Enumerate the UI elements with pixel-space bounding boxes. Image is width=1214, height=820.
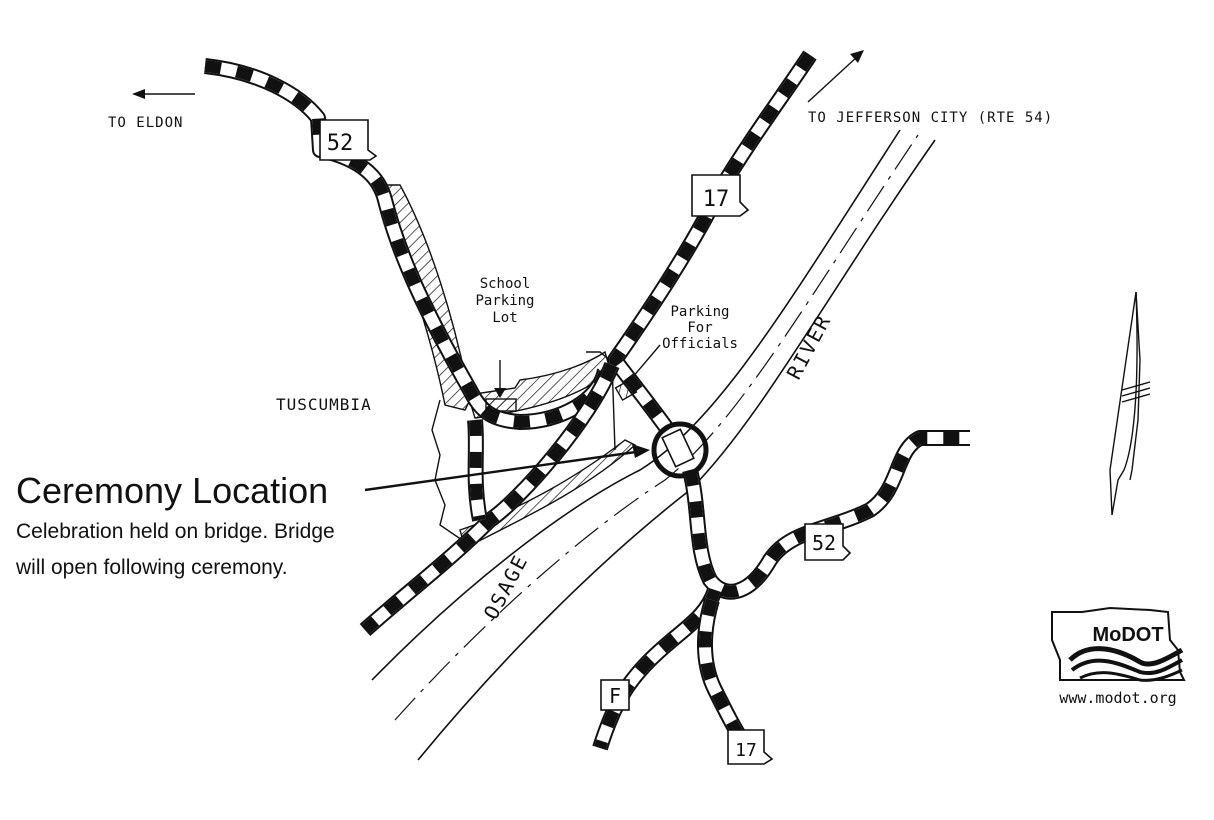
north-arrow-icon (1109, 291, 1151, 516)
modot-logo-text: MoDOT (1092, 624, 1163, 646)
ceremony-title: Ceremony Location (16, 470, 328, 511)
route-shield-f: F (600, 679, 630, 711)
route-f (594, 587, 721, 750)
town-label: TUSCUMBIA (276, 395, 372, 414)
route-shield-52-south: 52 (804, 523, 852, 561)
to-jefferson-city-label: TO JEFFERSON CITY (RTE 54) (808, 110, 1053, 126)
school-parking-arrowhead (494, 388, 506, 398)
local-road (469, 419, 486, 522)
route-shield-17-north: 17 (691, 174, 750, 217)
modot-url: www.modot.org (1059, 689, 1176, 707)
school-parking-label-1: School (480, 276, 531, 292)
to-eldon-arrowhead (132, 89, 145, 99)
shield-label-17-south: 17 (735, 740, 757, 761)
shield-label-17-north: 17 (703, 187, 730, 212)
town-boundary (431, 399, 463, 541)
route-17-south (698, 598, 751, 749)
ceremony-description-line1: Celebration held on bridge. Bridge (16, 520, 335, 543)
shield-label-52-south: 52 (812, 531, 836, 555)
officials-parking-label-3: Officials (662, 336, 738, 352)
to-jefferson-arrowhead (850, 50, 864, 63)
river-centerline (394, 134, 919, 721)
officials-parking-pointer (631, 344, 661, 379)
school-parking-label-2: Parking (475, 293, 534, 309)
routes (204, 50, 970, 751)
ceremony-arrowhead (632, 444, 650, 458)
to-eldon-label: TO ELDON (108, 115, 183, 131)
river-bank-left (371, 129, 901, 681)
river-label-osage: OSAGE (479, 550, 533, 623)
officials-parking-marker (614, 378, 638, 402)
shield-label-52-north: 52 (327, 131, 354, 156)
modot-logo: MoDOT (1051, 606, 1186, 682)
school-parking-marker (485, 398, 517, 412)
ceremony-arrow (364, 450, 637, 492)
ceremony-description-line2: will open following ceremony. (15, 556, 288, 579)
route-shield-52-north: 52 (319, 119, 378, 161)
route-52-south (684, 432, 970, 598)
route-52-north (204, 60, 611, 428)
route-shield-17-south: 17 (727, 729, 774, 765)
parking-boundary (586, 351, 616, 451)
ceremony-circle (651, 421, 709, 479)
river-label-river: RIVER (782, 310, 836, 383)
to-jefferson-arrow (807, 55, 859, 103)
bridge-icon (661, 428, 695, 468)
officials-parking-label-1: Parking (670, 304, 729, 320)
school-parking-label-3: Lot (492, 310, 517, 326)
route-52-west (361, 362, 618, 635)
shield-label-f: F (609, 684, 621, 708)
officials-parking-label-2: For (687, 320, 712, 336)
route-17-north (609, 51, 815, 434)
